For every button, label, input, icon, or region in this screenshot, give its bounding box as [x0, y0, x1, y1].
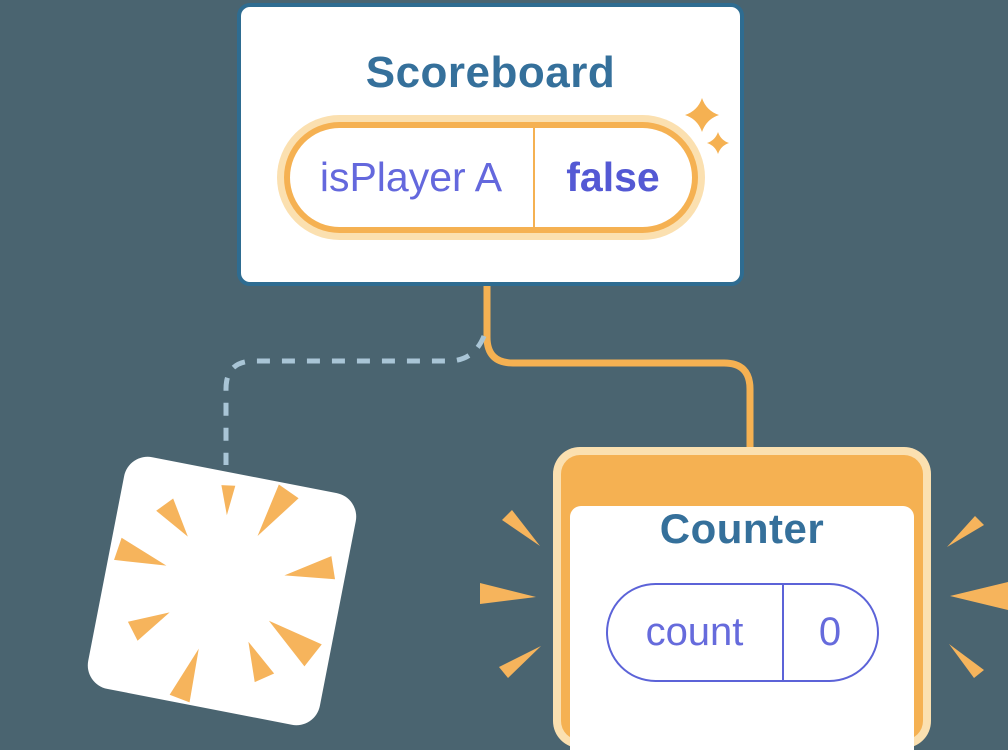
connector-dashed-removed	[223, 334, 487, 465]
destroyed-component-card	[83, 452, 361, 730]
scoreboard-component-card: Scoreboard isPlayer A false	[237, 3, 744, 286]
counter-state-pill: count 0	[605, 583, 879, 682]
emphasis-marks-right	[947, 516, 1008, 678]
counter-component-card: Counter count 0	[570, 506, 914, 750]
pill-divider	[532, 128, 535, 227]
scoreboard-title: Scoreboard	[365, 48, 616, 97]
scoreboard-state-pill: isPlayer A false	[276, 115, 705, 240]
connector-solid-orange	[483, 284, 754, 458]
state-value: 0	[818, 610, 842, 654]
state-value: false	[566, 154, 660, 200]
emphasis-marks-left	[480, 510, 541, 678]
poof-burst-icon	[114, 484, 336, 703]
counter-highlight-glow: Counter count 0	[553, 447, 931, 750]
sparkle-small-icon	[707, 132, 729, 154]
pill-divider	[781, 585, 784, 680]
state-name: count	[645, 610, 744, 654]
state-name: isPlayer A	[319, 154, 503, 200]
counter-highlight-ring: Counter count 0	[561, 455, 923, 750]
counter-title: Counter	[659, 505, 825, 552]
sparkles-icon	[685, 98, 719, 132]
